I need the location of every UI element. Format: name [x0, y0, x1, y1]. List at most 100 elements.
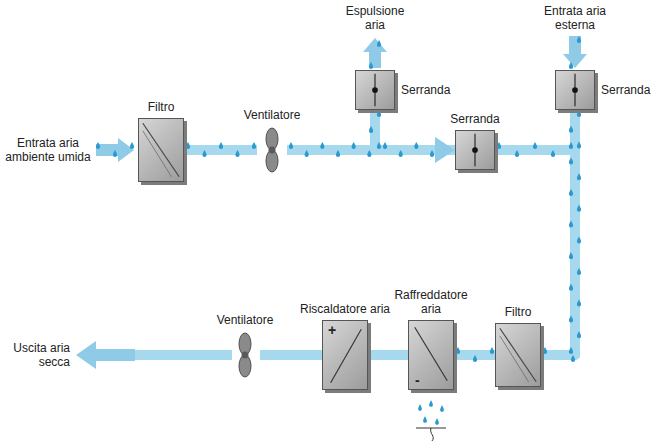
inlet-arrow [96, 138, 134, 162]
filter-media [143, 131, 172, 177]
water-drop [369, 126, 373, 133]
flow-label: Entrata aria ambiente umida [2, 136, 94, 164]
component-label: Riscaldatore aria [297, 302, 393, 316]
filter-media [143, 123, 179, 177]
water-drop [399, 150, 403, 157]
fan-hub [269, 147, 276, 154]
water-drop [571, 355, 575, 362]
water-drop [569, 347, 573, 354]
filter-media [500, 328, 536, 382]
damper-symbol [556, 71, 594, 109]
water-drop [473, 355, 477, 362]
water-drop [515, 150, 519, 157]
fresh-air-arrow [563, 36, 587, 68]
water-drop [543, 347, 547, 354]
water-drop [130, 142, 134, 149]
water-drop [456, 347, 460, 354]
water-drop [577, 205, 581, 212]
water-drop [383, 142, 387, 149]
damper-unit: Serranda [555, 70, 595, 110]
water-drop [219, 142, 223, 149]
air-duct [541, 110, 575, 355]
water-drops [96, 36, 581, 362]
condensate-drain [416, 400, 446, 441]
water-drop [577, 36, 581, 43]
damper-symbol [456, 131, 494, 169]
water-drop [377, 110, 381, 117]
water-drop [551, 150, 555, 157]
filter-unit: Filtro [138, 118, 184, 182]
water-drop [569, 157, 573, 164]
damper-unit: Serranda [455, 130, 495, 170]
water-drop [569, 189, 573, 196]
fan-symbol [230, 332, 260, 378]
damper-symbol [356, 71, 394, 109]
water-drop [497, 142, 501, 149]
component-label: Ventilatore [224, 108, 320, 122]
water-drop [113, 150, 117, 157]
water-drop [414, 142, 418, 149]
filter-symbol [139, 119, 183, 181]
water-drop [569, 221, 573, 228]
water-drop [577, 236, 581, 243]
component-label: Raffreddatore aria [383, 288, 479, 316]
water-drop [202, 150, 206, 157]
damper-pivot [372, 87, 378, 93]
cooler-unit: Raffreddatore aria- [408, 320, 454, 390]
water-drop [577, 268, 581, 275]
filter-unit: Filtro [495, 323, 541, 387]
flow-label: Entrata aria esterna [535, 4, 615, 32]
damper-unit: Serranda [355, 70, 395, 110]
fan-hub [242, 352, 249, 359]
water-drop [569, 62, 573, 69]
component-label: Serranda [401, 83, 450, 97]
water-drop [377, 40, 381, 47]
component-label: Serranda [601, 83, 650, 97]
fan-unit: Ventilatore [230, 332, 260, 378]
fan-symbol [257, 127, 287, 173]
water-drop [367, 150, 371, 157]
water-drop [235, 150, 239, 157]
exhaust-arrow [363, 38, 387, 68]
filter-media [500, 336, 529, 382]
water-drop [569, 252, 573, 259]
water-drop [352, 142, 356, 149]
water-drop [186, 142, 190, 149]
air-duct [260, 350, 322, 360]
outlet-duct [134, 350, 232, 360]
component-label: Filtro [470, 305, 566, 319]
water-drop [577, 331, 581, 338]
fan-unit: Ventilatore [257, 127, 287, 173]
water-drop [305, 150, 309, 157]
water-drop [533, 142, 537, 149]
water-drop [96, 142, 100, 149]
component-label: Ventilatore [197, 313, 293, 327]
damper-pivot [472, 147, 478, 153]
flow-label: Uscita aria secca [4, 341, 70, 369]
air-duct [368, 350, 408, 360]
water-drop [320, 142, 324, 149]
polarity-sign: - [415, 373, 420, 387]
filter-symbol [496, 324, 540, 386]
water-drop [569, 142, 573, 149]
damper-pivot [572, 87, 578, 93]
water-drop [336, 150, 340, 157]
water-drop [377, 142, 381, 149]
polarity-sign: + [328, 323, 336, 337]
water-drop [289, 142, 293, 149]
water-drop [569, 126, 573, 133]
component-label: Serranda [427, 112, 523, 126]
water-drop [577, 110, 581, 117]
heater-unit: Riscaldatore aria+ [322, 320, 368, 390]
water-drop [577, 142, 581, 149]
water-drop [369, 62, 373, 69]
water-drop [569, 284, 573, 291]
water-drop [577, 300, 581, 307]
coil-line [331, 329, 362, 383]
water-drop [430, 150, 434, 157]
water-drop [577, 173, 581, 180]
component-label: Filtro [113, 100, 209, 114]
